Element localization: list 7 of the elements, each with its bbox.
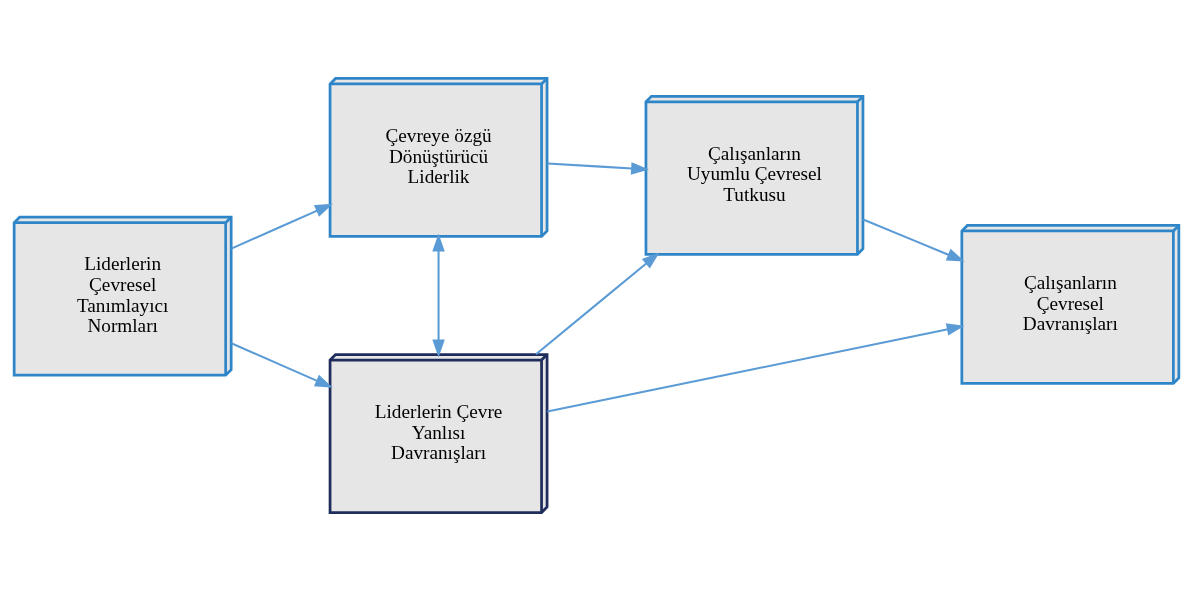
arrow <box>535 251 660 355</box>
arrow <box>862 218 965 261</box>
arrow <box>230 341 333 388</box>
arrow <box>547 161 649 175</box>
arrow <box>230 203 333 250</box>
arrow <box>547 322 965 412</box>
arrow <box>432 233 445 357</box>
